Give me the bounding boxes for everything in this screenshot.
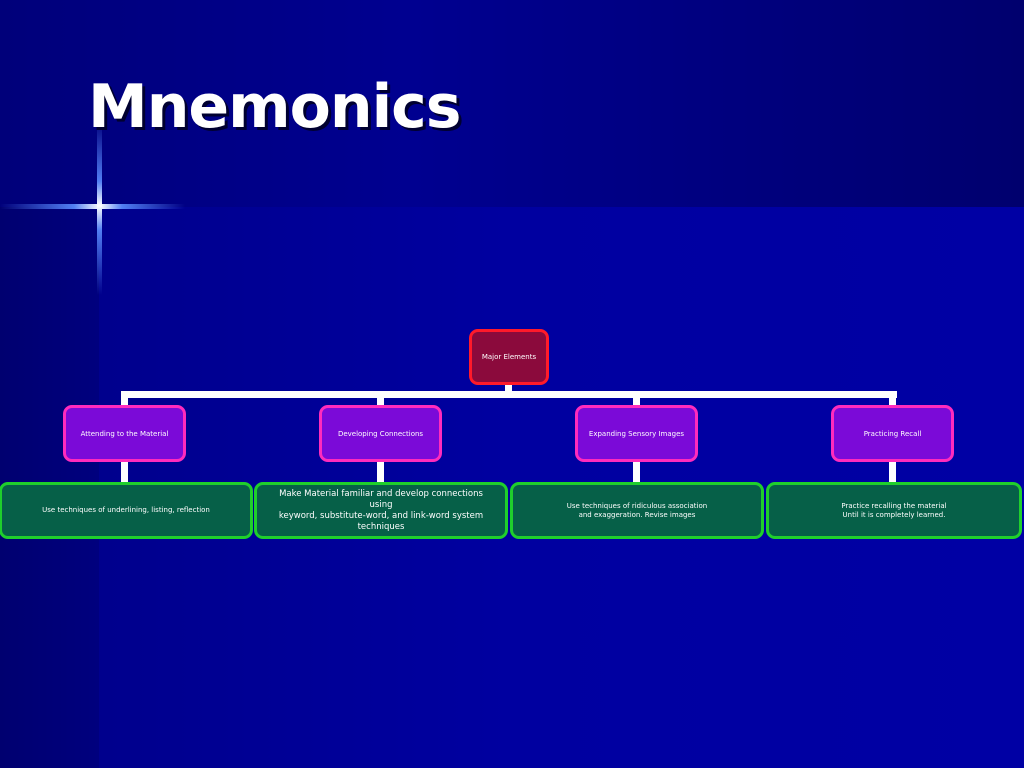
node-attending-to-the-material: Attending to the Material bbox=[63, 405, 186, 462]
detail-text: Use techniques of ridiculous association… bbox=[566, 501, 708, 519]
connector-horizontal-bar bbox=[121, 391, 897, 398]
node-practicing-recall: Practicing Recall bbox=[831, 405, 954, 462]
connector-cat-3-bottom bbox=[633, 462, 640, 482]
sparkle-vertical-icon bbox=[97, 120, 102, 295]
connector-cat-2-bottom bbox=[377, 462, 384, 482]
node-label: Expanding Sensory Images bbox=[588, 429, 685, 438]
connector-cat-3-top bbox=[633, 391, 640, 405]
detail-text: Make Material familiar and develop conne… bbox=[278, 488, 484, 532]
node-label: Practicing Recall bbox=[863, 429, 922, 438]
detail-text: Practice recalling the material Until it… bbox=[841, 501, 947, 519]
connector-cat-4-top bbox=[889, 391, 896, 405]
sparkle-horizontal-icon bbox=[0, 204, 185, 209]
node-major-elements: Major Elements bbox=[469, 329, 549, 385]
detail-expanding: Use techniques of ridiculous association… bbox=[510, 482, 764, 539]
slide-title: Mnemonics bbox=[88, 72, 461, 142]
connector-cat-1-top bbox=[121, 391, 128, 405]
background-top bbox=[0, 0, 1024, 207]
detail-practicing: Practice recalling the material Until it… bbox=[766, 482, 1022, 539]
connector-cat-1-bottom bbox=[121, 462, 128, 482]
node-label: Developing Connections bbox=[337, 429, 424, 438]
node-expanding-sensory-images: Expanding Sensory Images bbox=[575, 405, 698, 462]
connector-cat-2-top bbox=[377, 391, 384, 405]
detail-attending: Use techniques of underlining, listing, … bbox=[0, 482, 253, 539]
node-label: Attending to the Material bbox=[80, 429, 169, 438]
connector-cat-4-bottom bbox=[889, 462, 896, 482]
detail-text: Use techniques of underlining, listing, … bbox=[42, 506, 210, 514]
detail-developing: Make Material familiar and develop conne… bbox=[254, 482, 508, 539]
node-developing-connections: Developing Connections bbox=[319, 405, 442, 462]
node-label: Major Elements bbox=[481, 353, 537, 361]
